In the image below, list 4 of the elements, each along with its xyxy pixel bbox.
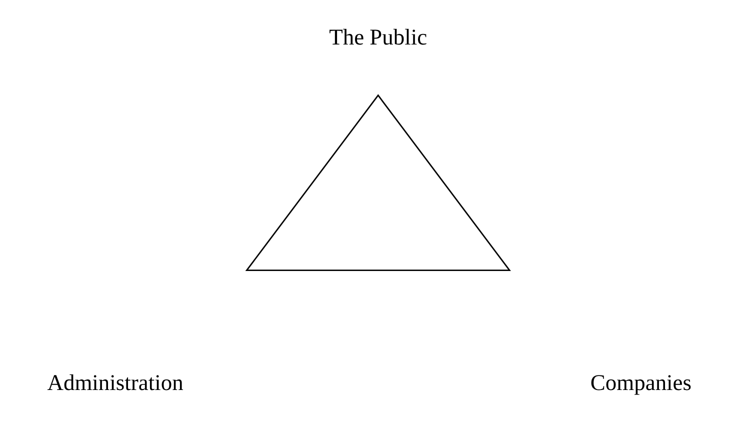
label: Companies bbox=[590, 370, 692, 396]
label: The Public bbox=[329, 24, 428, 50]
label: Administration bbox=[47, 370, 184, 396]
node-triangle bbox=[245, 94, 511, 272]
